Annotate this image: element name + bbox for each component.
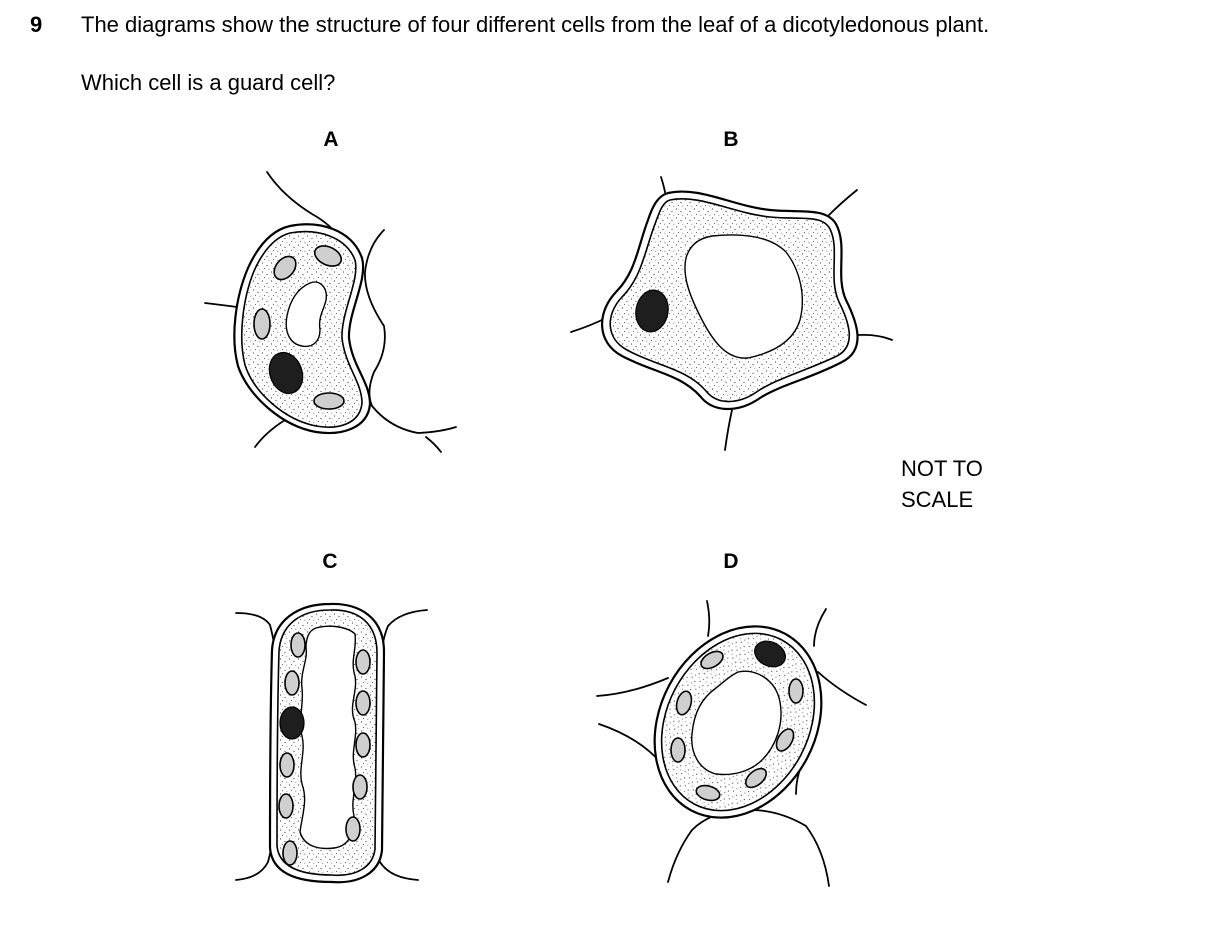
cell-d [596,600,867,887]
cell-d-chloroplast [788,678,804,704]
cell-d-neighbour-wall [706,600,711,637]
cell-c [235,602,428,884]
cell-d-chloroplast [675,690,693,716]
cell-b [570,176,893,451]
cell-d-chloroplast [670,737,686,763]
question-number: 9 [30,12,43,37]
cell-c-chloroplast [290,632,306,658]
label-option-b: B [723,128,739,151]
cell-a-neighbour-wall [364,229,457,434]
cell-b-neighbour-wall [857,333,893,341]
cell-a-chloroplast [313,245,343,267]
not-to-scale-line-1: NOT TO [901,456,983,481]
cell-d-neighbour-wall [596,677,669,697]
not-to-scale-line-2: SCALE [901,487,974,512]
label-option-c: C [322,550,338,573]
label-option-a: A [323,128,339,151]
cell-c-chloroplast [278,793,294,819]
cell-c-neighbour-wall [380,609,428,661]
cell-a-neighbour-wall [204,302,238,308]
cell-a-neighbour-wall [425,436,442,453]
cell-d-vacuole [691,670,782,776]
cell-c-chloroplast [355,690,371,716]
cell-b-nucleus [635,289,669,333]
cell-d-neighbour-wall [813,608,827,647]
cell-d-chloroplast [775,728,795,752]
cell-a-nucleus [268,351,304,395]
not-to-scale-note: NOT TO SCALE [901,453,983,515]
cell-d-chloroplast [744,767,768,789]
cell-d-nucleus [754,640,786,668]
cell-b-neighbour-wall [828,189,858,216]
cell-b-neighbour-wall [724,409,733,451]
cell-c-chloroplast [284,670,300,696]
cell-c-vacuole [299,625,357,850]
cell-d-neighbour-wall [817,671,867,706]
cell-c-chloroplast [352,774,368,800]
cell-c-nucleus [279,706,305,740]
cell-a-neighbour-wall [254,419,286,448]
cell-c-chloroplast [355,732,371,758]
cell-a [204,171,457,453]
question-prompt: Which cell is a guard cell? [81,70,336,95]
cell-c-chloroplast [345,816,361,842]
cell-c-neighbour-wall [235,829,274,881]
cell-c-chloroplast [279,752,295,778]
label-option-d: D [723,550,739,573]
cell-c-chloroplast [355,649,371,675]
cell-a-chloroplast [253,308,271,340]
cell-c-chloroplast [282,840,298,866]
cell-a-chloroplast [313,392,345,410]
cell-d-chloroplast [700,650,724,670]
cell-b-vacuole [684,234,803,359]
cell-a-chloroplast [273,255,297,281]
cell-d-neighbour-wall [667,808,830,887]
question-text: The diagrams show the structure of four … [81,12,990,37]
cell-d-chloroplast [695,784,721,802]
cell-b-neighbour-wall [570,317,607,333]
cell-a-vacuole [285,281,327,348]
